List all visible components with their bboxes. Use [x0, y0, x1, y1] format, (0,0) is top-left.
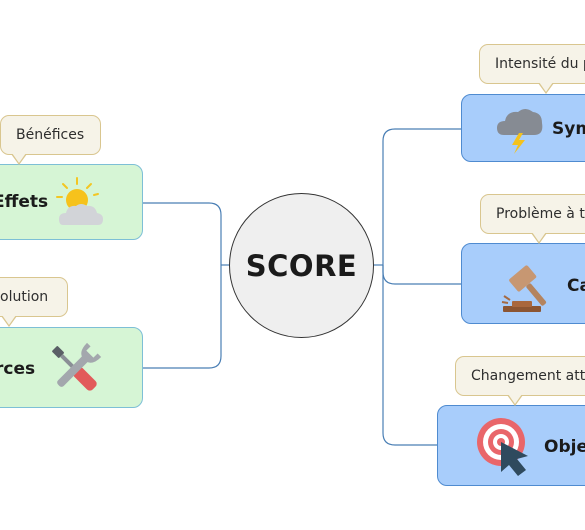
node-causes[interactable]: Ca: [461, 243, 585, 324]
callout-benefices-text: Bénéfices: [16, 127, 85, 143]
node-objectifs[interactable]: Obje: [437, 405, 585, 486]
storm-cloud-icon: [494, 103, 546, 159]
node-ressources[interactable]: rces: [0, 327, 143, 408]
gavel-icon: [498, 256, 556, 318]
connector-left-ressources: [143, 265, 222, 369]
connector-right-symptomes: [382, 128, 461, 265]
node-symptomes-label: Sym: [552, 119, 585, 139]
callout-resolution-text: olution: [0, 289, 49, 305]
tools-icon: [44, 338, 106, 404]
callout-changement-text: Changement atte: [471, 368, 585, 384]
target-icon: [474, 416, 536, 482]
node-symptomes[interactable]: Sym: [461, 94, 585, 162]
callout-probleme-text: Problème à t: [496, 206, 585, 222]
node-objectifs-label: Obje: [544, 437, 585, 457]
node-causes-label: Ca: [567, 276, 585, 296]
central-topic[interactable]: SCORE: [229, 193, 374, 338]
central-topic-label: SCORE: [245, 248, 358, 283]
connector-right-causes: [382, 265, 461, 285]
connector-right-objectifs: [382, 265, 437, 446]
connector-left-effets: [143, 202, 222, 265]
node-ressources-label: rces: [0, 359, 36, 379]
callout-probleme[interactable]: Problème à t: [480, 194, 585, 244]
callout-intensite-text: Intensité du p: [495, 56, 585, 72]
callout-benefices[interactable]: Bénéfices: [0, 115, 101, 165]
sun-cloud-icon: [53, 175, 109, 235]
callout-changement[interactable]: Changement atte: [455, 356, 585, 406]
callout-intensite[interactable]: Intensité du p: [479, 44, 585, 94]
callout-resolution[interactable]: olution: [0, 277, 68, 327]
